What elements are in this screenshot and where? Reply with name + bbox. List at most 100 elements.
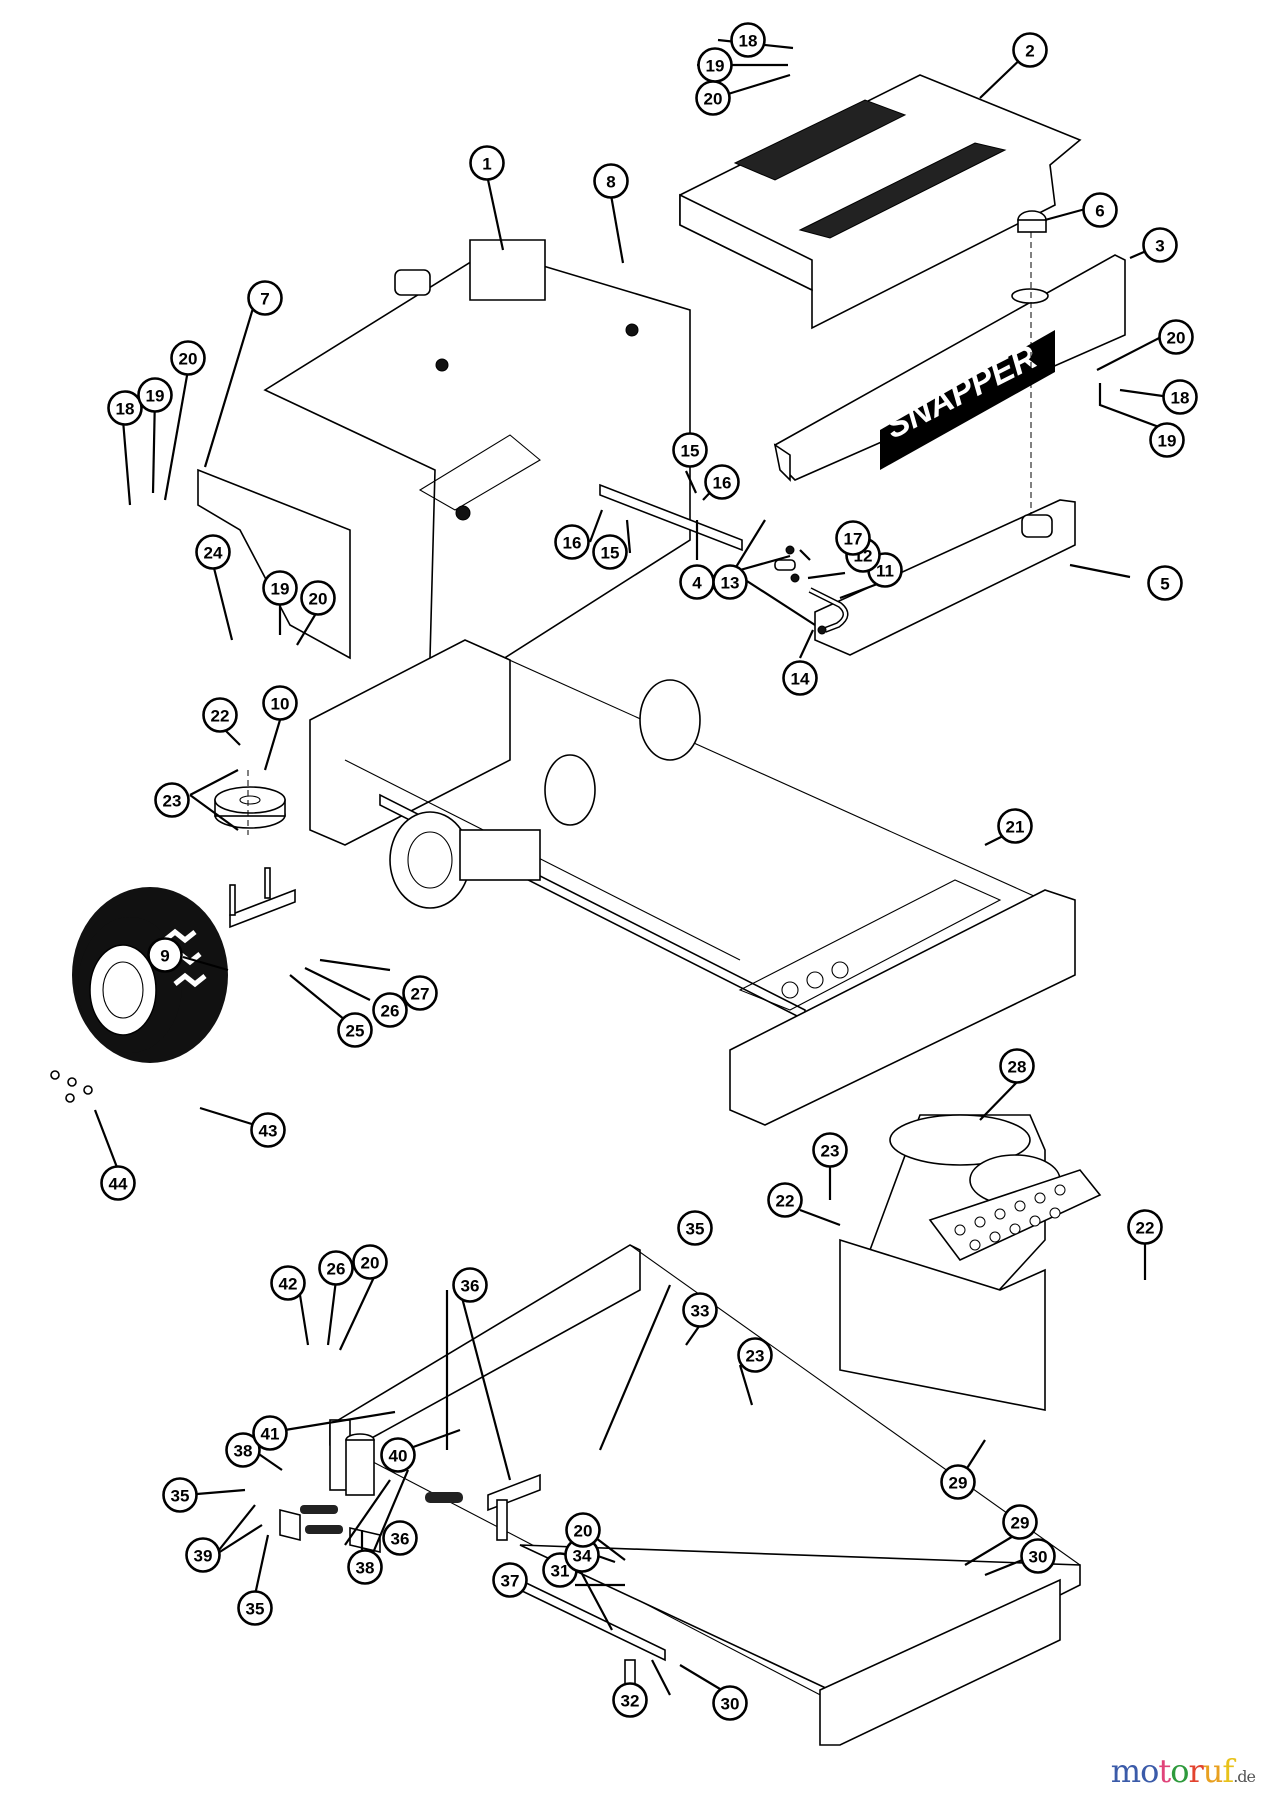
callout-number: 24: [204, 544, 223, 563]
callout-circle: [202, 697, 238, 733]
callout-44: 44: [100, 1165, 136, 1201]
callout-number: 20: [361, 1254, 380, 1273]
callout-circle: [154, 782, 190, 818]
callout-circle: [677, 1210, 713, 1246]
callout-circle: [835, 520, 871, 556]
callout-number: 35: [686, 1220, 705, 1239]
callout-circle: [252, 1415, 288, 1451]
watermark-letter: t: [1158, 1752, 1171, 1790]
watermark-letter: r: [1188, 1752, 1203, 1790]
callout-circle: [195, 534, 231, 570]
springs: [300, 1492, 463, 1534]
callout-4: 4: [679, 564, 715, 600]
callout-7: 7: [247, 280, 283, 316]
callout-number: 5: [1160, 575, 1169, 594]
callout-35: 35: [677, 1210, 713, 1246]
watermark-letter: m: [1110, 1752, 1141, 1790]
callout-number: 38: [356, 1559, 375, 1578]
engine-mount-plate: [839, 1238, 1046, 1411]
callout-circle: [767, 1182, 803, 1218]
callout-number: 29: [1011, 1514, 1030, 1533]
callout-number: 15: [681, 442, 700, 461]
callout-circle: [612, 1682, 648, 1718]
callout-circle: [270, 1265, 306, 1301]
callout-20: 20: [300, 580, 336, 616]
callout-number: 16: [563, 534, 582, 553]
callout-18: 18: [107, 390, 143, 426]
callout-circle: [712, 1685, 748, 1721]
callout-32: 32: [612, 1682, 648, 1718]
callout-number: 31: [551, 1562, 570, 1581]
callout-circle: [372, 992, 408, 1028]
callout-number: 17: [844, 530, 863, 549]
callout-22: 22: [202, 697, 238, 733]
callout-circle: [1012, 32, 1048, 68]
callout-circle: [162, 1477, 198, 1513]
callout-circle: [812, 1132, 848, 1168]
callout-23: 23: [812, 1132, 848, 1168]
callout-25: 25: [337, 1012, 373, 1048]
callout-number: 43: [259, 1122, 278, 1141]
callout-number: 20: [309, 590, 328, 609]
callout-19: 19: [137, 377, 173, 413]
floor-plate: [679, 74, 1082, 330]
snapper-decal: [880, 330, 1055, 470]
callout-27: 27: [402, 975, 438, 1011]
callout-6: 6: [1082, 192, 1118, 228]
callout-15: 15: [672, 432, 708, 468]
callout-number: 16: [713, 474, 732, 493]
callout-number: 4: [692, 574, 702, 593]
callout-number: 26: [381, 1002, 400, 1021]
callout-number: 30: [721, 1695, 740, 1714]
callout-number: 38: [234, 1442, 253, 1461]
callout-circle: [452, 1267, 488, 1303]
callout-2: 2: [1012, 32, 1048, 68]
callout-circle: [1162, 379, 1198, 415]
fuel-cap: [1017, 210, 1047, 233]
callout-circle: [469, 145, 505, 181]
callout-20: 20: [1158, 319, 1194, 355]
callout-26: 26: [318, 1250, 354, 1286]
callout-number: 29: [949, 1474, 968, 1493]
spring-brackets: [279, 1508, 381, 1554]
callout-38: 38: [347, 1549, 383, 1585]
callout-number: 40: [389, 1447, 408, 1466]
callout-circle: [318, 1250, 354, 1286]
callout-16: 16: [554, 524, 590, 560]
callout-1: 1: [469, 145, 505, 181]
callout-number: 11: [876, 562, 894, 581]
callout-29: 29: [940, 1464, 976, 1500]
watermark-letter: u: [1202, 1752, 1224, 1790]
callout-number: 33: [691, 1302, 710, 1321]
lower-frame: [329, 1244, 1081, 1746]
callout-circle: [554, 524, 590, 560]
callout-circle: [382, 1520, 418, 1556]
callout-20: 20: [695, 80, 731, 116]
control-console: [263, 239, 691, 681]
callout-39: 39: [185, 1537, 221, 1573]
callout-number: 7: [260, 290, 269, 309]
callout-15: 15: [592, 534, 628, 570]
callout-number: 28: [1008, 1058, 1027, 1077]
callout-18: 18: [730, 22, 766, 58]
leader-lines: [93, 38, 1171, 1696]
callout-circle: [262, 685, 298, 721]
callout-14: 14: [782, 660, 818, 696]
callout-number: 1: [482, 155, 491, 174]
callout-10: 10: [262, 685, 298, 721]
callout-circle: [352, 1244, 388, 1280]
callout-number: 2: [1025, 42, 1034, 61]
callout-circle: [262, 570, 298, 606]
callout-number: 27: [411, 985, 430, 1004]
callout-number: 19: [706, 57, 725, 76]
callout-number: 6: [1095, 202, 1104, 221]
fuel-tank: [814, 499, 1076, 656]
callout-8: 8: [593, 163, 629, 199]
callout-30: 30: [712, 1685, 748, 1721]
callout-9: 9: [147, 937, 183, 973]
callout-number: 32: [621, 1692, 640, 1711]
watermark-letter: o: [1170, 1752, 1189, 1790]
callout-36: 36: [382, 1520, 418, 1556]
callout-20: 20: [565, 1512, 601, 1548]
